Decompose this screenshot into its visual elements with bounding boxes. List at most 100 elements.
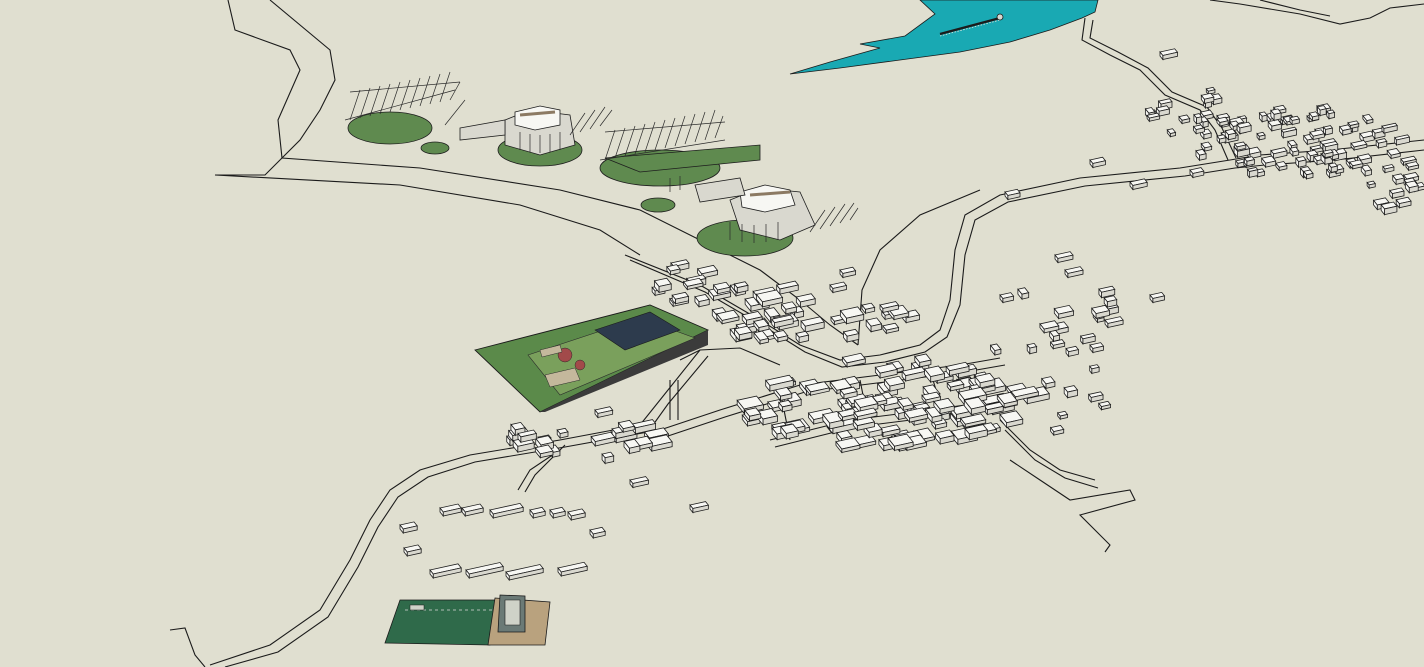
- building-block: [879, 301, 900, 314]
- building-block: [617, 419, 636, 434]
- building-block: [1349, 159, 1364, 171]
- building-block: [897, 397, 914, 412]
- building-block: [1091, 304, 1111, 320]
- building-block: [835, 437, 861, 454]
- building-block: [1200, 92, 1215, 105]
- building-block: [712, 281, 731, 295]
- building-block: [1064, 266, 1084, 279]
- building-block: [1350, 139, 1368, 152]
- building-block: [996, 391, 1019, 409]
- building-block: [733, 281, 749, 295]
- building-block: [1322, 149, 1334, 159]
- building-block: [1382, 164, 1395, 174]
- building-block: [623, 438, 641, 455]
- building-block: [780, 423, 799, 441]
- building-block: [934, 429, 955, 446]
- building-block: [1195, 148, 1207, 162]
- building-block: [1371, 127, 1386, 140]
- building-block: [865, 317, 883, 333]
- building-block: [1193, 113, 1203, 125]
- main-highway: [629, 149, 1424, 368]
- building-block: [1103, 295, 1118, 309]
- building-block: [1004, 188, 1021, 201]
- building-block: [1316, 105, 1327, 117]
- building-block: [590, 431, 616, 448]
- building-block: [861, 302, 876, 315]
- building-block: [733, 325, 753, 342]
- building-block: [403, 544, 422, 558]
- building-block: [429, 563, 462, 580]
- building-block: [1308, 111, 1320, 122]
- building-block: [1149, 291, 1166, 304]
- building-block: [666, 264, 681, 277]
- building-block: [1375, 138, 1388, 150]
- building-block: [1267, 119, 1283, 132]
- building-block: [772, 330, 789, 344]
- resort-complex-west[interactable]: [344, 71, 613, 167]
- building-block: [945, 361, 970, 377]
- building-block: [959, 413, 987, 429]
- building-block: [1236, 121, 1252, 135]
- building-block: [1087, 391, 1104, 404]
- terrain-contour: [1259, 0, 1331, 17]
- sports-park[interactable]: [474, 304, 710, 413]
- tree-icon: [669, 176, 859, 243]
- building-block: [887, 433, 914, 452]
- building-block: [1063, 385, 1079, 399]
- building-block: [1322, 141, 1339, 154]
- building-block: [1098, 400, 1112, 411]
- building-block: [829, 281, 848, 294]
- building-block: [1053, 304, 1075, 320]
- building-block: [1392, 173, 1406, 186]
- building-block: [1089, 156, 1107, 169]
- building-block: [795, 330, 810, 344]
- terrain-boundary: [227, 0, 859, 346]
- hotel-building-west: [459, 105, 576, 156]
- building-block: [1289, 146, 1300, 158]
- building-block: [989, 343, 1002, 357]
- southwest-road: [169, 627, 206, 667]
- pier-icon: [939, 13, 1004, 37]
- building-block: [1224, 128, 1237, 141]
- building-block: [753, 318, 770, 333]
- building-block: [853, 407, 878, 422]
- building-block: [694, 294, 710, 308]
- building-block: [1362, 113, 1374, 125]
- building-block: [1054, 251, 1074, 264]
- building-block: [1104, 316, 1124, 329]
- building-block: [1326, 109, 1336, 120]
- building-block: [529, 506, 546, 520]
- building-block: [946, 379, 965, 393]
- building-block: [800, 316, 825, 334]
- building-block: [1049, 425, 1065, 437]
- building-block: [903, 407, 929, 424]
- building-block: [1275, 161, 1288, 172]
- building-block: [1380, 201, 1398, 216]
- building-block: [1260, 155, 1277, 169]
- building-block: [1280, 126, 1298, 140]
- building-block: [1405, 161, 1420, 172]
- building-block: [1256, 131, 1266, 142]
- building-block: [1129, 178, 1148, 191]
- building-block: [839, 306, 865, 325]
- building-block: [594, 406, 614, 419]
- building-block: [1322, 125, 1334, 137]
- building-block: [974, 372, 996, 390]
- building-block: [839, 266, 857, 279]
- tree-icon: [344, 71, 461, 121]
- building-block: [999, 410, 1024, 429]
- building-block: [1189, 167, 1205, 179]
- building-block: [839, 386, 858, 401]
- building-block: [682, 277, 704, 291]
- building-block: [439, 503, 462, 518]
- building-block: [1309, 129, 1326, 141]
- building-block: [842, 328, 860, 344]
- airfield-complex[interactable]: [384, 594, 551, 646]
- resort-complex-east[interactable]: [599, 109, 859, 257]
- building-block: [1270, 147, 1288, 160]
- building-block: [1270, 108, 1282, 122]
- northeast-road: [1081, 17, 1229, 161]
- building-block: [874, 363, 898, 380]
